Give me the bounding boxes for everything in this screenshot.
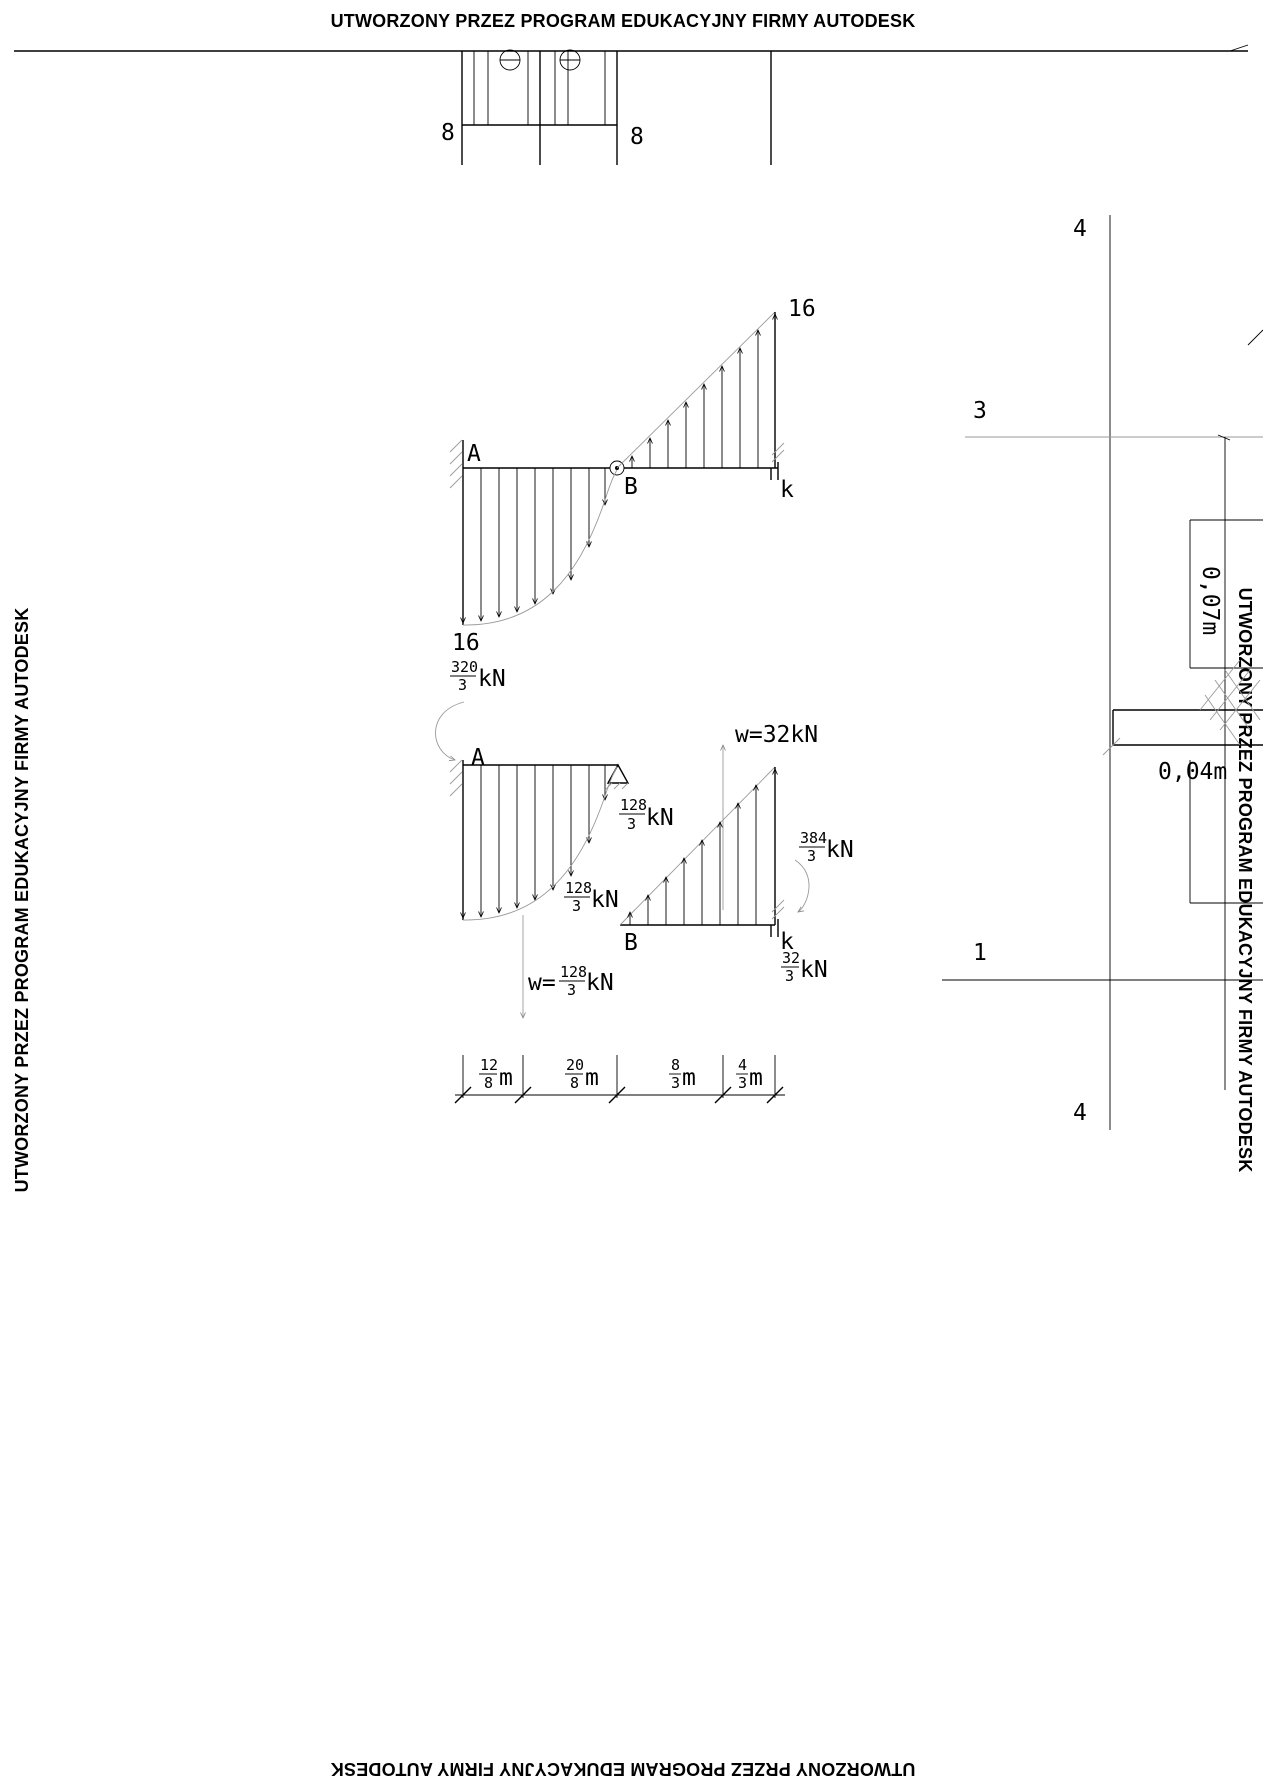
svg-text:3: 3 bbox=[807, 847, 816, 865]
diagram-1-label-k: k bbox=[780, 477, 794, 503]
svg-text:kN: kN bbox=[646, 805, 674, 831]
section-label-4-top: 4 bbox=[1073, 216, 1087, 242]
diagram-2-label-b: B bbox=[624, 930, 638, 956]
svg-text:320: 320 bbox=[451, 658, 478, 676]
svg-text:12: 12 bbox=[480, 1056, 498, 1074]
section-dim-vertical: 0,07m bbox=[1197, 566, 1223, 635]
section-detail: 4 3 1 4 0,07m 0,04m bbox=[942, 215, 1263, 1130]
section-dim-horizontal: 0,04m bbox=[1158, 759, 1227, 785]
svg-text:4: 4 bbox=[738, 1056, 747, 1074]
svg-text:128: 128 bbox=[560, 963, 587, 981]
diagram-1: A B k 16 16 bbox=[449, 296, 816, 656]
svg-text:kN: kN bbox=[478, 666, 506, 692]
dimension-2: 20 8 m bbox=[565, 1056, 599, 1092]
dimension-line: 12 8 m 20 8 m 8 3 m 4 3 m bbox=[454, 1055, 785, 1104]
diagram-1-value-bottom: 16 bbox=[452, 630, 480, 656]
svg-text:3: 3 bbox=[627, 815, 636, 833]
svg-text:384: 384 bbox=[800, 829, 827, 847]
shear-left: 128 3 kN bbox=[564, 879, 619, 915]
svg-text:128: 128 bbox=[565, 879, 592, 897]
diagram-1-label-a: A bbox=[467, 441, 481, 467]
svg-text:m: m bbox=[585, 1065, 599, 1091]
svg-text:128: 128 bbox=[620, 796, 647, 814]
svg-text:3: 3 bbox=[572, 897, 581, 915]
top-detail-label-right: 8 bbox=[630, 124, 644, 150]
svg-text:8: 8 bbox=[570, 1074, 579, 1092]
reaction-k: 32 3 kN bbox=[781, 949, 828, 985]
watermark-right: UTWORZONY PRZEZ PROGRAM EDUKACYJNY FIRMY… bbox=[1235, 588, 1255, 1173]
svg-text:kN: kN bbox=[591, 887, 619, 913]
svg-text:m: m bbox=[749, 1065, 763, 1091]
svg-text:m: m bbox=[499, 1065, 513, 1091]
dimension-3: 8 3 m bbox=[669, 1056, 696, 1092]
reaction-b: 128 3 kN bbox=[619, 796, 674, 833]
dimension-1: 12 8 m bbox=[479, 1056, 513, 1092]
watermark-top: UTWORZONY PRZEZ PROGRAM EDUKACYJNY FIRMY… bbox=[331, 11, 916, 31]
dimension-4: 4 3 m bbox=[736, 1056, 763, 1092]
svg-text:3: 3 bbox=[567, 981, 576, 999]
diagram-2: 320 3 kN bbox=[435, 658, 854, 1018]
svg-text:3: 3 bbox=[458, 676, 467, 694]
svg-text:8: 8 bbox=[671, 1056, 680, 1074]
diagram-1-value-top: 16 bbox=[788, 296, 816, 322]
resultant-right: w=32kN bbox=[735, 722, 818, 748]
top-detail: 8 8 bbox=[14, 44, 1249, 165]
resultant-left: w= 128 3 kN bbox=[528, 963, 614, 999]
svg-text:8: 8 bbox=[484, 1074, 493, 1092]
moment-a: 320 3 kN bbox=[435, 658, 506, 760]
section-label-1: 1 bbox=[973, 940, 987, 966]
svg-text:kN: kN bbox=[826, 837, 854, 863]
svg-text:w=: w= bbox=[528, 970, 556, 996]
svg-text:3: 3 bbox=[785, 967, 794, 985]
svg-text:3: 3 bbox=[738, 1074, 747, 1092]
svg-text:kN: kN bbox=[586, 970, 614, 996]
watermark-bottom: UTWORZONY PRZEZ PROGRAM EDUKACYJNY FIRMY… bbox=[331, 1759, 916, 1779]
watermark-left: UTWORZONY PRZEZ PROGRAM EDUKACYJNY FIRMY… bbox=[12, 608, 32, 1193]
section-label-3: 3 bbox=[973, 398, 987, 424]
diagram-2-label-k: k bbox=[780, 929, 794, 955]
svg-text:20: 20 bbox=[566, 1056, 584, 1074]
moment-k: 384 3 kN bbox=[794, 829, 854, 912]
top-detail-label-left: 8 bbox=[441, 120, 455, 146]
svg-text:kN: kN bbox=[800, 957, 828, 983]
diagram-2-label-a: A bbox=[471, 745, 485, 771]
svg-text:32: 32 bbox=[782, 949, 800, 967]
diagram-1-label-b: B bbox=[624, 474, 638, 500]
svg-text:3: 3 bbox=[671, 1074, 680, 1092]
svg-text:m: m bbox=[682, 1065, 696, 1091]
section-label-4-bottom: 4 bbox=[1073, 1100, 1087, 1126]
